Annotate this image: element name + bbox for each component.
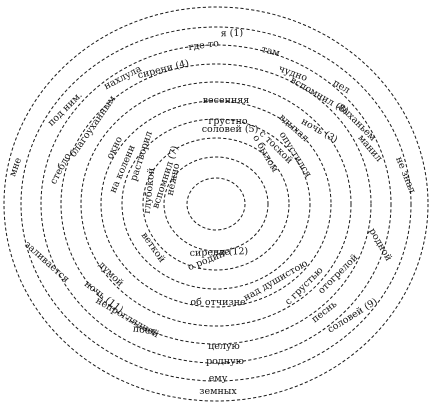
ring-9 (20, 26, 412, 382)
ring-7 (60, 63, 372, 345)
ring-5 (100, 100, 332, 308)
ring-8 (40, 44, 392, 364)
spiral-word: сирени (4) (137, 58, 191, 81)
spiral-word: земных (199, 386, 237, 397)
spiral-word: родной (366, 226, 394, 263)
spiral-word: веткой (139, 230, 168, 264)
spiral-word: не знал (393, 155, 418, 195)
spiral-word: соловей (5) (202, 124, 259, 135)
spiral-word: об отчизне (190, 297, 246, 308)
ring-6 (80, 81, 352, 327)
spiral-word: заливается (22, 239, 71, 285)
ring-4 (121, 118, 311, 290)
spiral-word: целую (208, 341, 240, 352)
spiral-word: ему (209, 373, 228, 384)
spiral-word: поет (132, 323, 156, 337)
ring-10 (3, 6, 429, 402)
spiral-word: стебло (48, 151, 74, 186)
ring-3 (142, 137, 290, 271)
spiral-word: где-то (188, 38, 220, 53)
ring-1 (186, 177, 246, 231)
spiral-word: глубокой (142, 167, 158, 214)
spiral-word: думой (96, 259, 126, 289)
spiral-word: я (1) (220, 28, 243, 40)
ring-2 (163, 156, 269, 252)
spiral-word: весенняя (203, 95, 250, 106)
spiral-word: сирени (12) (189, 246, 248, 259)
spiral-word: там (260, 44, 281, 59)
spiral-word: родную (206, 356, 244, 367)
spiral-word: грустно (208, 116, 248, 127)
